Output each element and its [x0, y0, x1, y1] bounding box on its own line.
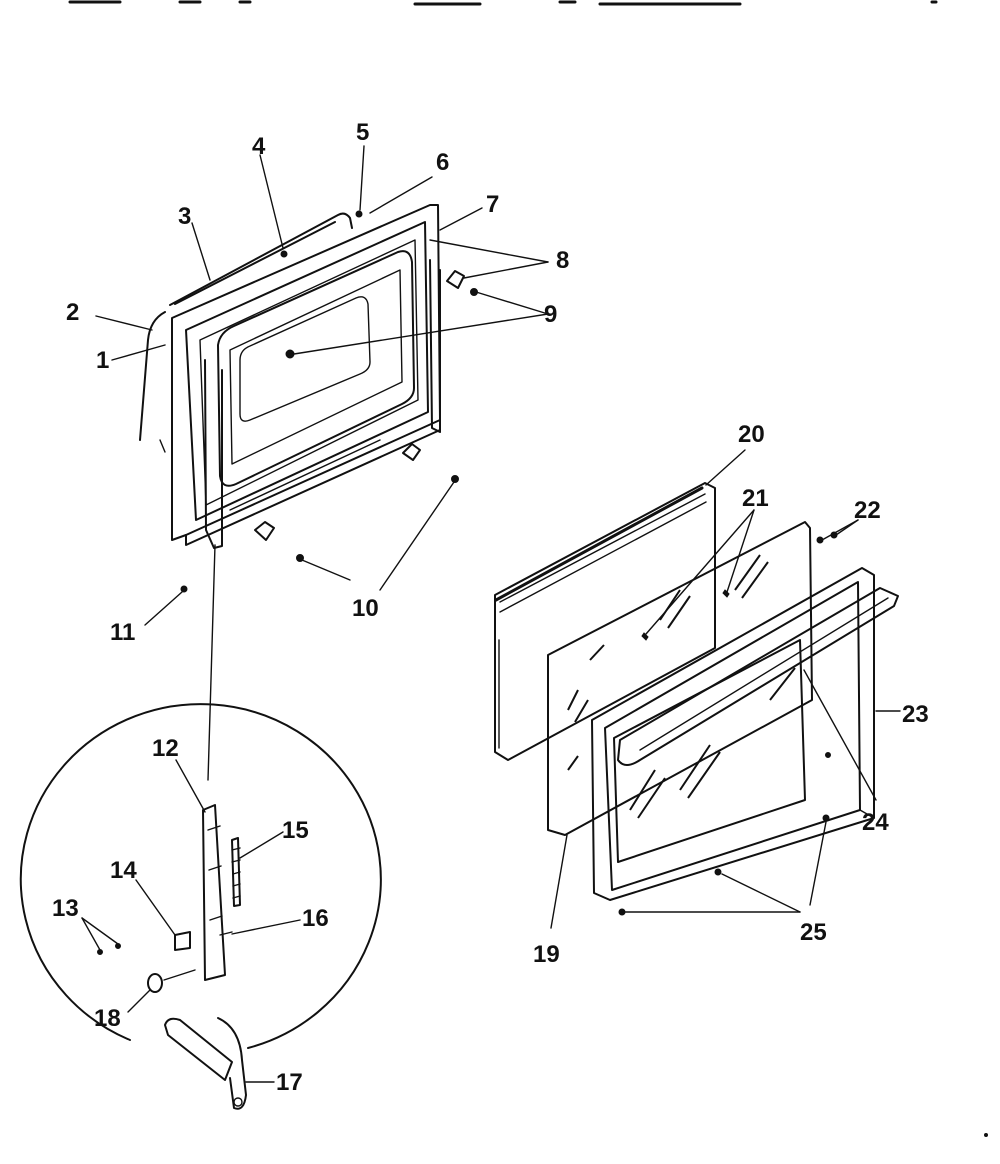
- callout-2: 2: [66, 299, 79, 326]
- callout-21: 21: [742, 485, 769, 512]
- callout-19: 19: [533, 941, 560, 968]
- callout-3: 3: [178, 203, 191, 230]
- callout-17: 17: [276, 1069, 303, 1096]
- callout-1: 1: [96, 347, 109, 374]
- scan-dot: [984, 1133, 988, 1137]
- callout-10: 10: [352, 595, 379, 622]
- header-fragment: [68, 0, 938, 6]
- callout-9: 9: [544, 301, 557, 328]
- callout-20: 20: [738, 421, 765, 448]
- outer-door-assembly: [494, 482, 899, 916]
- callout-5: 5: [356, 119, 369, 146]
- callout-4: 4: [252, 133, 266, 160]
- callout-6: 6: [436, 149, 449, 176]
- callout-12: 12: [152, 735, 179, 762]
- callout-16: 16: [302, 905, 329, 932]
- callout-13: 13: [52, 895, 79, 922]
- leader-lines: [81, 145, 901, 1083]
- callout-25: 25: [800, 919, 827, 946]
- callout-7: 7: [486, 191, 499, 218]
- callout-labels: 1 2 3 4 5 6 7 8 9 10 11 12 13 14 15 16 1…: [52, 119, 929, 1096]
- callout-14: 14: [110, 857, 137, 884]
- callout-22: 22: [854, 497, 881, 524]
- callout-18: 18: [94, 1005, 121, 1032]
- callout-8: 8: [556, 247, 569, 274]
- callout-23: 23: [902, 701, 929, 728]
- hinge-detail: [19, 544, 382, 1110]
- callout-24: 24: [862, 809, 889, 836]
- callout-15: 15: [282, 817, 309, 844]
- callout-11: 11: [110, 619, 135, 646]
- inner-door-assembly: [139, 204, 478, 593]
